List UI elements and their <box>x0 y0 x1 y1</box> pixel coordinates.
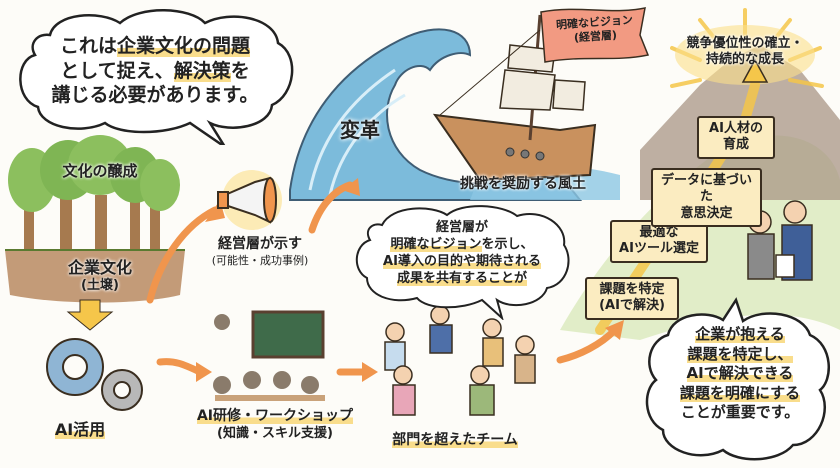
ai-use-label: AI活用 <box>40 420 120 440</box>
step-sign-1: 課題を特定 (AIで解決) <box>585 277 679 320</box>
step-text: 育成 <box>722 137 749 153</box>
step-text: 課題を特定 <box>599 282 665 297</box>
summit-label: 競争優位性の確立・ 持続的な成長 <box>660 36 830 69</box>
step-sign-4: AI人材の 育成 <box>697 116 775 159</box>
team-label: 部門を超えたチーム <box>380 432 530 450</box>
highlight-solution: 解決策 <box>173 59 231 82</box>
megaphone-sub-label: (可能性・成功事例) <box>211 253 309 267</box>
bubble-text: を示し、 <box>481 236 534 252</box>
highlight-identify-issues: 課題を特定し、 <box>687 344 793 363</box>
step-text: 最適な <box>639 225 679 240</box>
step-sign-3: データに基づいた 意思決定 <box>651 168 762 227</box>
training-title: AI研修・ワークショップ <box>196 408 354 424</box>
step-text: AIツール選定 <box>619 241 699 257</box>
step-text: 意思決定 <box>680 205 733 221</box>
training-sub-label: (知識・スキル支援) <box>217 425 333 441</box>
step-text: AI人材の <box>709 121 763 136</box>
bubble-text: を <box>230 59 250 82</box>
summit-text-growth: 持続的な成長 <box>705 52 784 68</box>
highlight-clarify-issues: 課題を明確にする <box>679 383 801 402</box>
team-circle-icon <box>380 305 540 420</box>
highlight-ai-purpose: AI導入の目的や期待される <box>383 253 541 269</box>
wave-label: 変革 <box>340 118 380 142</box>
highlight-company-issues: 企業が抱える <box>695 325 785 343</box>
bubble-text: 経営層が <box>435 220 488 235</box>
classroom-icon <box>210 310 330 405</box>
highlight-corporate-culture: 企業文化の問題 <box>117 35 251 57</box>
training-label: AI研修・ワークショップ (知識・スキル支援) <box>190 408 360 442</box>
step-sign-2: 最適な AIツール選定 <box>610 220 708 263</box>
bubble-text: 講じる必要があります。 <box>51 84 259 107</box>
middle-speech-bubble: 経営層が 明確なビジョンを示し、 AI導入の目的や期待される 成果を共有すること… <box>362 220 562 288</box>
bubble-text: として捉え、 <box>60 59 174 82</box>
highlight-ai-solvable: AIで解決できる <box>686 364 794 382</box>
team-text: 部門を超えたチーム <box>392 432 518 448</box>
ship-caption: 挑戦を奨励する風土 <box>460 176 586 192</box>
management-shows-label: 経営層が示す <box>218 236 302 252</box>
business-people-icon <box>740 195 830 285</box>
top-speech-bubble: これは企業文化の問題 として捉え、解決策を 講じる必要があります。 <box>30 34 280 108</box>
bubble-text: ことが重要です。 <box>680 403 800 421</box>
megaphone-icon <box>215 172 285 232</box>
bubble-text: これは <box>59 35 117 57</box>
soil-label: 企業文化 (土壌) <box>40 258 160 294</box>
trees-label: 文化の醸成 <box>62 162 138 180</box>
sunburst-icon <box>680 5 820 75</box>
highlight-share-results: 成果を共有することが <box>396 270 527 286</box>
highlight-clear-vision: 明確なビジョン <box>390 236 482 252</box>
step-text: (AIで解決) <box>599 298 665 314</box>
ai-use-text: AI活用 <box>54 420 106 439</box>
soil-sub-label: (土壌) <box>81 278 119 293</box>
corporate-culture-label: 企業文化 <box>67 258 132 277</box>
step-text: データに基づいた <box>660 173 752 205</box>
summit-text-advantage: 競争優位性の確立・ <box>686 36 804 51</box>
bottom-speech-bubble: 企業が抱える 課題を特定し、 AIで解決できる 課題を明確にする ことが重要です… <box>650 325 830 423</box>
megaphone-label: 経営層が示す (可能性・成功事例) <box>195 236 325 267</box>
gears-icon <box>40 335 150 415</box>
